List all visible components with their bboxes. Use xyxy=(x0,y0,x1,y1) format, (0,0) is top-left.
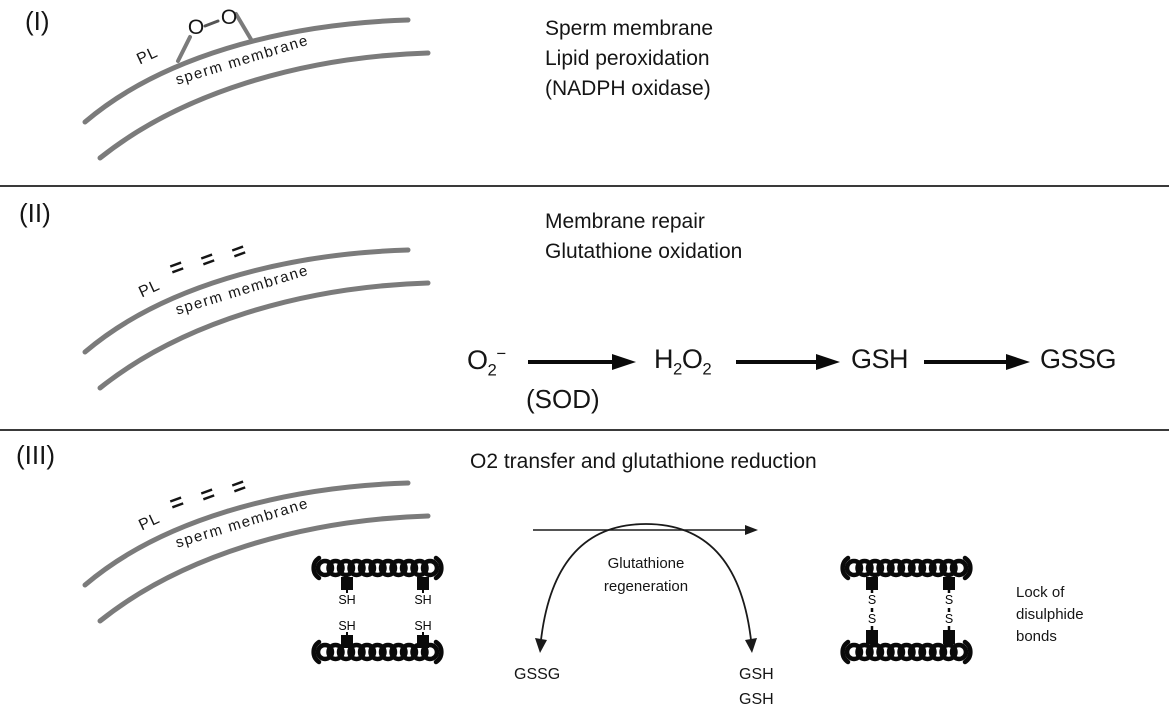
h2o2-o: O xyxy=(681,344,703,374)
panel1-label: (I) xyxy=(25,6,50,36)
panel2-label: (II) xyxy=(19,198,51,228)
gsh-label: GSH xyxy=(851,344,909,374)
glutathione-cycle-arc xyxy=(540,523,752,641)
panel2-caption-line1: Membrane repair xyxy=(545,210,705,233)
membrane-outer-curve-panel2 xyxy=(82,247,411,355)
cycle-arc-left-head xyxy=(535,638,547,653)
peroxide-oxygen-right: O xyxy=(221,6,237,29)
membrane-outer-curve-panel1 xyxy=(82,17,411,125)
gssg-label: GSSG xyxy=(1040,344,1117,374)
panel1-caption-line3: (NADPH oxidase) xyxy=(545,77,711,100)
reaction-arrow-2-head xyxy=(816,354,840,370)
superoxide-formula: O2− xyxy=(467,344,506,380)
panel2-caption: Membrane repair Glutathione oxidation xyxy=(545,207,742,267)
sod-catalyst-label: (SOD) xyxy=(526,384,600,414)
cycle-label-line1: Glutathione xyxy=(607,555,685,572)
s-label: S xyxy=(945,593,953,607)
cycle-gsh-label-1: GSH xyxy=(739,666,774,683)
disulphide-stub xyxy=(866,630,878,644)
superoxide-charge: − xyxy=(496,344,506,363)
panel1-caption: Sperm membrane Lipid peroxidation (NADPH… xyxy=(545,14,713,104)
thiol-stub xyxy=(417,577,429,590)
sh-label: SH xyxy=(338,619,355,633)
panel1-caption-line2: Lipid peroxidation xyxy=(545,47,710,70)
s-label: S xyxy=(868,612,876,626)
panel3-label: (III) xyxy=(16,440,55,470)
thiol-stub xyxy=(417,635,429,648)
sh-label: SH xyxy=(414,619,431,633)
sh-label: SH xyxy=(414,593,431,607)
h2o2-h-sub: 2 xyxy=(673,359,682,379)
membrane-inner-curve-panel1 xyxy=(97,50,431,161)
lock-caption-line3: bonds xyxy=(1016,628,1057,645)
s-label: S xyxy=(868,593,876,607)
disulphide-stub xyxy=(943,577,955,590)
peroxide-oxygen-left: O xyxy=(188,16,204,39)
peroxide-right-stub xyxy=(234,12,254,43)
panel-divider-2 xyxy=(0,429,1169,431)
peroxide-bond-dash xyxy=(203,19,220,28)
h2o2-h: H xyxy=(654,344,674,374)
membrane-outer-curve-panel3 xyxy=(82,480,411,588)
membrane-inner-curve-panel3 xyxy=(97,513,431,624)
hydrogen-peroxide-formula: H2O2 xyxy=(654,344,712,379)
lock-caption-line1: Lock of xyxy=(1016,584,1065,601)
s-label: S xyxy=(945,612,953,626)
thiol-stub xyxy=(341,577,353,590)
superoxide-o: O xyxy=(467,345,488,375)
panel-divider-1 xyxy=(0,185,1169,187)
panel3-title: O2 transfer and glutathione reduction xyxy=(470,450,817,473)
o2-transfer-arrow-head xyxy=(745,525,758,535)
sh-label: SH xyxy=(338,593,355,607)
superoxide-sub: 2 xyxy=(487,360,497,380)
cycle-gsh-label-2: GSH xyxy=(739,691,774,708)
glutathione-regeneration-label: Glutathione regeneration xyxy=(586,552,706,598)
thiol-stub xyxy=(341,635,353,648)
cycle-label-line2: regeneration xyxy=(603,578,689,595)
lock-caption-line2: disulphide xyxy=(1016,606,1084,623)
lock-caption: Lock of disulphide bonds xyxy=(1016,582,1084,648)
peroxide-left-stub xyxy=(176,35,192,63)
right-protein-top-coil xyxy=(843,558,971,578)
panel1-caption-line1: Sperm membrane xyxy=(545,17,714,40)
cycle-arc-right-head xyxy=(745,638,757,653)
panel2-caption-line2: Glutathione oxidation xyxy=(545,240,743,263)
right-protein-bottom-coil xyxy=(843,642,971,662)
left-protein-top-coil xyxy=(314,558,442,578)
cycle-gssg-label: GSSG xyxy=(514,666,561,683)
disulphide-stub xyxy=(866,577,878,590)
membrane-inner-curve-panel2 xyxy=(97,280,431,391)
reaction-arrow-3-head xyxy=(1006,354,1030,370)
disulphide-stub xyxy=(943,630,955,644)
reaction-arrow-1-head xyxy=(612,354,636,370)
h2o2-o-sub: 2 xyxy=(702,359,712,379)
